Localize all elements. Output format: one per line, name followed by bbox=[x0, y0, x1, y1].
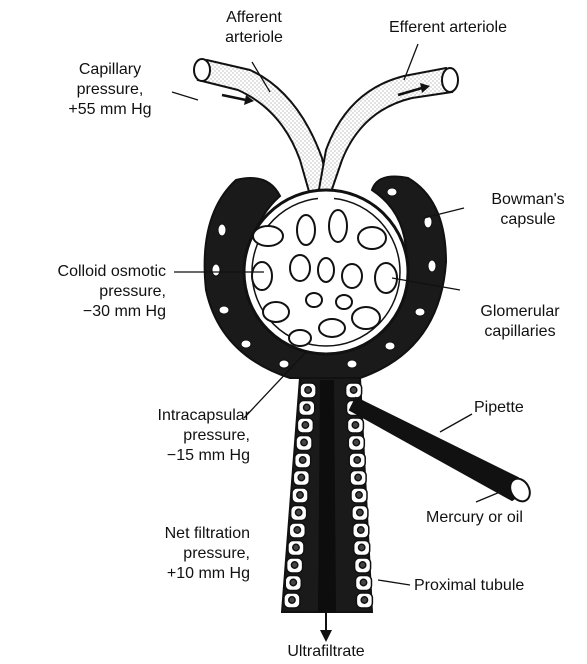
cell-nucleus bbox=[293, 544, 299, 550]
cell-nucleus bbox=[350, 387, 356, 393]
cell-nucleus bbox=[353, 439, 359, 445]
cell-nucleus bbox=[295, 509, 301, 515]
cell-nucleus bbox=[298, 474, 304, 480]
cell-nucleus bbox=[359, 562, 365, 568]
cell-nucleus bbox=[358, 544, 364, 550]
cell-nucleus bbox=[297, 492, 303, 498]
cell-nucleus bbox=[301, 439, 307, 445]
cell-nucleus bbox=[294, 527, 300, 533]
glomerular-line-1: Glomerular bbox=[460, 302, 580, 322]
proximal-line-1: Proximal tubule bbox=[414, 576, 524, 596]
colloid-line-3: −30 mm Hg bbox=[0, 302, 166, 322]
colloid-line-2: pressure, bbox=[0, 282, 166, 302]
label-capillary-pressure: Capillary pressure, +55 mm Hg bbox=[50, 60, 170, 120]
label-intracapsular: Intracapsular pressure, −15 mm Hg bbox=[90, 406, 250, 466]
label-net-filtration: Net filtration pressure, +10 mm Hg bbox=[100, 524, 250, 584]
bowmans-line-2: capsule bbox=[478, 210, 578, 230]
cell-nucleus bbox=[361, 597, 367, 603]
cell-nucleus bbox=[356, 492, 362, 498]
cell-nucleus bbox=[289, 597, 295, 603]
pipette-line-1: Pipette bbox=[474, 398, 524, 418]
cell-nucleus bbox=[305, 387, 311, 393]
glomerular-line-2: capillaries bbox=[460, 322, 580, 342]
intracapsular-line-3: −15 mm Hg bbox=[90, 446, 250, 466]
label-mercury-or-oil: Mercury or oil bbox=[426, 508, 523, 528]
net-filtration-line-1: Net filtration bbox=[100, 524, 250, 544]
label-bowmans-capsule: Bowman's capsule bbox=[478, 190, 578, 230]
net-filtration-line-3: +10 mm Hg bbox=[100, 564, 250, 584]
efferent-arteriole bbox=[318, 68, 458, 195]
cell-nucleus bbox=[291, 562, 297, 568]
intracapsular-line-2: pressure, bbox=[90, 426, 250, 446]
label-afferent-arteriole: Afferent arteriole bbox=[204, 8, 304, 48]
afferent-line-2: arteriole bbox=[204, 28, 304, 48]
net-filtration-line-2: pressure, bbox=[100, 544, 250, 564]
cell-nucleus bbox=[302, 422, 308, 428]
label-glomerular-capillaries: Glomerular capillaries bbox=[460, 302, 580, 342]
cell-nucleus bbox=[290, 579, 296, 585]
capillary-line-1: Capillary bbox=[50, 60, 170, 80]
cell-nucleus bbox=[360, 579, 366, 585]
cell-nucleus bbox=[357, 509, 363, 515]
capillary-line-3: +55 mm Hg bbox=[50, 100, 170, 120]
cell-nucleus bbox=[304, 404, 310, 410]
label-colloid-osmotic: Colloid osmotic pressure, −30 mm Hg bbox=[0, 262, 166, 322]
cell-nucleus bbox=[354, 457, 360, 463]
colloid-line-1: Colloid osmotic bbox=[0, 262, 166, 282]
label-proximal-tubule: Proximal tubule bbox=[414, 576, 524, 596]
label-pipette: Pipette bbox=[474, 398, 524, 418]
proximal-tubule bbox=[282, 378, 372, 642]
label-efferent-arteriole: Efferent arteriole bbox=[389, 18, 507, 38]
cell-nucleus bbox=[358, 527, 364, 533]
label-ultrafiltrate: Ultrafiltrate bbox=[266, 642, 386, 662]
afferent-line-1: Afferent bbox=[204, 8, 304, 28]
bowmans-line-1: Bowman's bbox=[478, 190, 578, 210]
ultrafiltrate-line-1: Ultrafiltrate bbox=[266, 642, 386, 662]
efferent-line-1: Efferent arteriole bbox=[389, 18, 507, 38]
cell-nucleus bbox=[355, 474, 361, 480]
cell-nucleus bbox=[352, 422, 358, 428]
cell-nucleus bbox=[299, 457, 305, 463]
mercury-line-1: Mercury or oil bbox=[426, 508, 523, 528]
intracapsular-line-1: Intracapsular bbox=[90, 406, 250, 426]
glomerular-capillaries bbox=[244, 190, 408, 354]
capillary-line-2: pressure, bbox=[50, 80, 170, 100]
